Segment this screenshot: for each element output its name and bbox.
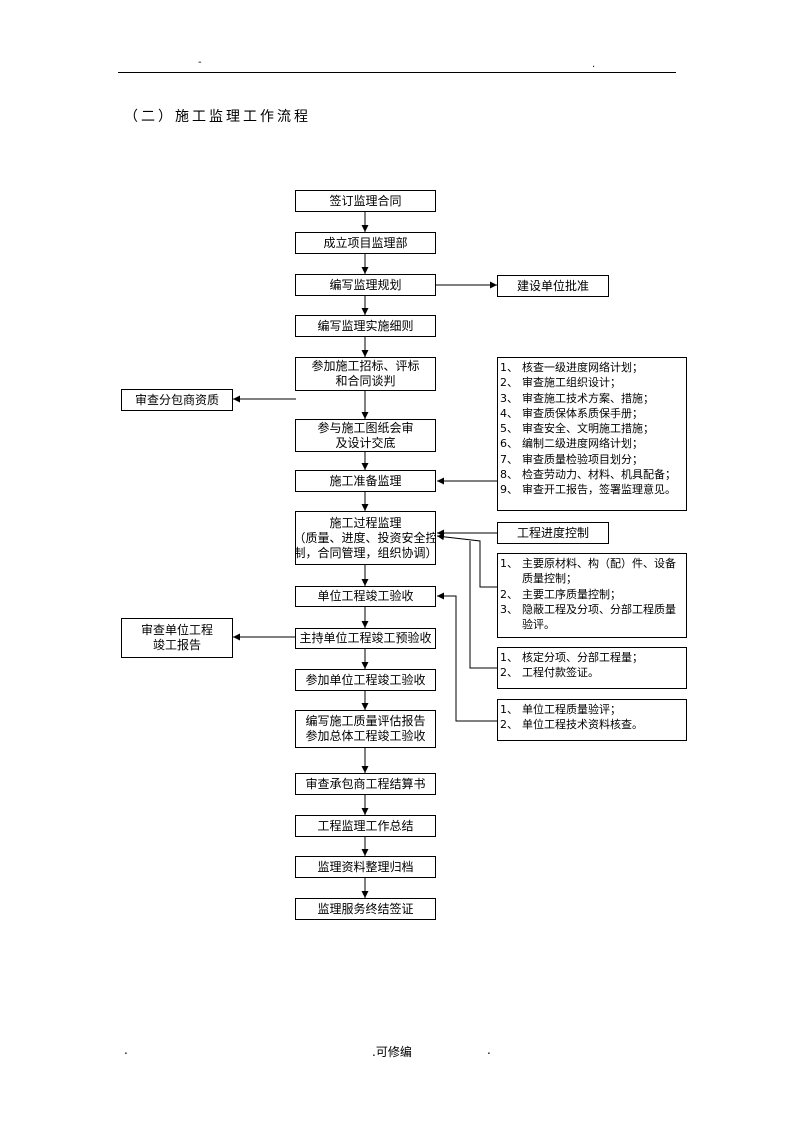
flow-step-bidding: 参加施工招标、评标 和合同谈判 — [295, 357, 436, 391]
list-item: 8、检查劳动力、材料、机具配备； — [500, 468, 676, 482]
flow-step-archiving: 监理资料整理归档 — [295, 856, 436, 878]
list-preparation-tasks: 1、核查一级进度网络计划； 2、审查施工组织设计； 3、审查施工技术方案、措施；… — [497, 357, 687, 511]
flow-step-preparation: 施工准备监理 — [295, 470, 436, 492]
list-item: 9、审查开工报告，签署监理意见。 — [500, 483, 676, 497]
list-quality-control: 1、主要原材料、构（配）件、设备 质量控制； 2、主要工序质量控制； 3、隐蔽工… — [497, 553, 687, 638]
header-mark-right: . — [592, 59, 596, 70]
list-item: 验评。 — [522, 618, 555, 632]
flow-step-supervision-plan: 编写监理规划 — [295, 274, 436, 296]
flow-step-drawing-review: 参与施工图纸会审 及设计交底 — [295, 419, 436, 452]
flow-step-settlement-review: 审查承包商工程结算书 — [295, 773, 436, 795]
list-item: 3、隐蔽工程及分项、分部工程质量 — [500, 602, 676, 616]
side-box-subcontractor-review: 审查分包商资质 — [121, 389, 233, 411]
flow-step-set-up-department: 成立项目监理部 — [295, 232, 436, 254]
footer-mark-left: . — [124, 1043, 128, 1057]
list-item: 1、核定分项、分部工程量； — [500, 651, 643, 664]
flow-step-service-termination: 监理服务终结签证 — [295, 898, 436, 920]
list-acceptance-checks: 1、单位工程质量验评； 2、单位工程技术资料核查。 — [497, 699, 687, 741]
arrow-from-quality-list — [436, 533, 497, 588]
flow-step-implementation-rules: 编写监理实施细则 — [295, 315, 436, 337]
list-payment-control: 1、核定分项、分部工程量； 2、工程付款签证。 — [497, 647, 687, 689]
list-item: 6、编制二级进度网络计划； — [500, 437, 643, 451]
line-from-payment-list — [469, 541, 497, 669]
flow-step-work-summary: 工程监理工作总结 — [295, 815, 436, 837]
header-mark-left: - — [198, 57, 202, 68]
list-item: 3、审查施工技术方案、措施； — [500, 391, 654, 405]
list-item: 4、审查质保体系质保手册； — [500, 406, 643, 420]
flow-step-join-acceptance: 参加单位工程竣工验收 — [295, 669, 436, 691]
list-item: 1、单位工程质量验评； — [500, 703, 621, 716]
flow-step-sign-contract: 签订监理合同 — [295, 190, 436, 212]
arrow-from-acceptance-list — [437, 592, 497, 722]
list-item: 5、审查安全、文明施工措施； — [500, 422, 654, 436]
list-item: 7、审查质量检验项目划分； — [500, 452, 643, 466]
page-title: （二）施工监理工作流程 — [124, 109, 311, 125]
list-item: 2、审查施工组织设计； — [500, 376, 621, 390]
header-rule — [118, 72, 676, 73]
list-item: 2、工程付款签证。 — [500, 666, 599, 680]
flow-step-process-supervision: 施工过程监理 （质量、进度、投资安全控 制，合同管理，组织协调） — [295, 511, 436, 565]
side-box-completion-report-review: 审查单位工程 竣工报告 — [121, 618, 233, 658]
flow-step-quality-report: 编写施工质量评估报告 参加总体工程竣工验收 — [295, 710, 436, 748]
side-box-progress-control: 工程进度控制 — [497, 522, 609, 544]
list-item: 2、单位工程技术资料核查。 — [500, 718, 643, 732]
footer-editable-note: .可修编 — [372, 1045, 412, 1059]
flow-step-unit-acceptance: 单位工程竣工验收 — [295, 586, 436, 607]
side-box-owner-approval: 建设单位批准 — [497, 275, 609, 297]
list-item: 2、主要工序质量控制； — [500, 587, 621, 601]
flow-step-pre-acceptance: 主持单位工程竣工预验收 — [295, 628, 436, 649]
footer-mark-right: . — [487, 1043, 491, 1057]
list-item: 1、主要原材料、构（配）件、设备 — [500, 557, 676, 570]
list-item: 质量控制； — [522, 572, 577, 586]
list-item: 1、核查一级进度网络计划； — [500, 361, 643, 374]
